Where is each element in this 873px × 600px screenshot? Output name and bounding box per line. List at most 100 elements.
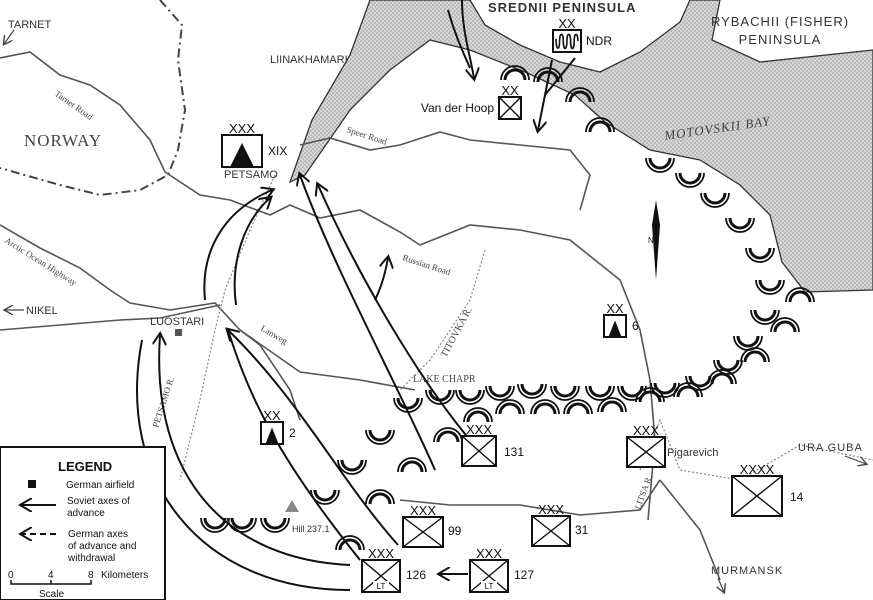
front-arc	[227, 517, 257, 533]
unit-label: 2	[289, 426, 296, 440]
front-arc	[565, 87, 595, 103]
label-pigarevich: Pigarevich	[667, 447, 718, 459]
unit-echelon: XXX	[229, 121, 255, 136]
infantry-cross-icon	[461, 435, 497, 467]
front-arc	[597, 397, 627, 413]
front-arc	[707, 369, 737, 385]
axis-arrow-icon	[203, 190, 272, 301]
front-arc	[740, 347, 770, 363]
front-arc	[530, 399, 560, 415]
legend-soviet-1: Soviet axes of	[67, 496, 130, 507]
front-line	[200, 65, 815, 551]
front-arc	[500, 65, 530, 81]
label-lanweg: Lanweg	[259, 323, 290, 346]
infantry-cross-icon	[361, 559, 401, 593]
scale-tick-4: 4	[48, 570, 54, 581]
axis-arrow-line	[136, 339, 351, 591]
unit-infantry: XXX 99	[402, 503, 462, 548]
scale-tick-0: 0	[8, 570, 14, 581]
soviet-axes	[136, 0, 576, 591]
infantry-cross-icon	[469, 559, 509, 593]
front-arc	[635, 387, 665, 403]
front-arc	[675, 172, 705, 188]
unit-mountain: XX6	[603, 301, 639, 338]
infantry-cross-icon	[626, 436, 666, 468]
scale-label: Scale	[39, 589, 64, 600]
axis-arrow-icon	[374, 258, 388, 301]
legend: LEGEND German airfield Soviet axes of ad…	[0, 446, 166, 600]
north-label: N	[648, 236, 654, 245]
scale-unit: Kilometers	[101, 570, 148, 581]
unit-echelon: XX	[263, 408, 281, 423]
front-arc	[335, 535, 365, 551]
unit-echelon: XX	[558, 16, 576, 31]
infantry-cross-icon	[402, 516, 444, 548]
label-srednii: SREDNII PENINSULA	[488, 0, 636, 15]
scale-tick-8: 8	[88, 570, 94, 581]
unit-echelon: XXX	[410, 503, 436, 518]
front-arc	[770, 317, 800, 333]
north-arrow-icon: N	[648, 200, 660, 280]
label-ura-guba: URA GUBA	[798, 442, 863, 454]
front-arc	[563, 399, 593, 415]
label-lake-chapr: LAKE CHAPR	[413, 374, 476, 385]
label-liinakhamari: LIINAKHAMARI	[270, 54, 348, 66]
unit-label: 31	[575, 523, 589, 537]
unit-label: 126	[406, 568, 426, 582]
axis-arrow-line	[447, 9, 471, 69]
front-arc	[673, 382, 703, 398]
label-hill: Hill 237.1	[292, 524, 330, 534]
unit-mountain: XX 2	[260, 408, 296, 445]
unit-label: NDR	[586, 34, 612, 48]
label-titovka-river: TITOVKA R.	[439, 305, 475, 359]
unit-echelon: XX	[606, 301, 624, 316]
legend-german-2: of advance and	[68, 541, 136, 552]
mountain-icon	[608, 320, 622, 337]
unit-mountain: XXX XIX	[221, 121, 287, 168]
label-rybachii-2: PENINSULA	[739, 32, 822, 47]
roads	[0, 51, 873, 581]
infantry-cross-icon	[731, 475, 783, 517]
front-arc	[495, 399, 525, 415]
arrow-to-tarnet-icon	[4, 29, 15, 44]
unit-echelon: XXX	[476, 546, 502, 561]
unit-echelon: XXXX	[740, 462, 775, 477]
front-arc	[365, 429, 395, 445]
axis-arrow-icon	[461, 0, 474, 78]
front-arc	[365, 489, 395, 505]
front-arc	[700, 192, 730, 208]
unit-echelon: XX	[501, 83, 519, 98]
front-arc	[745, 247, 775, 263]
unit-echelon: XXX	[368, 546, 394, 561]
unit-label: XIX	[268, 144, 287, 158]
unit-label: 14	[790, 490, 804, 504]
axis-arrow-icon	[159, 335, 351, 566]
axis-arrow-line	[544, 57, 576, 96]
airfield-luostari-icon	[175, 329, 182, 336]
front-arc	[713, 359, 743, 375]
front-arc	[550, 385, 580, 401]
wave-icon	[555, 33, 579, 50]
front-arc	[750, 309, 780, 325]
unit-label: 99	[448, 524, 462, 538]
front-arc	[433, 427, 463, 443]
unit-echelon: XXX	[633, 423, 659, 438]
front-arc	[397, 457, 427, 473]
front-arc	[585, 385, 615, 401]
hill-icon	[285, 500, 299, 512]
sea-area	[288, 0, 873, 293]
front-arc	[617, 385, 647, 401]
front-arc	[455, 389, 485, 405]
label-murmansk: MURMANSK	[711, 565, 783, 577]
legend-airfield: German airfield	[66, 480, 134, 491]
legend-box	[0, 446, 166, 600]
legend-soviet-2: advance	[67, 508, 105, 519]
unit-ndr: XX NDR	[552, 16, 612, 53]
axis-arrow-icon	[300, 175, 436, 471]
unit-infantry: XXXX 14	[731, 462, 804, 517]
axis-arrow-icon	[228, 330, 399, 546]
